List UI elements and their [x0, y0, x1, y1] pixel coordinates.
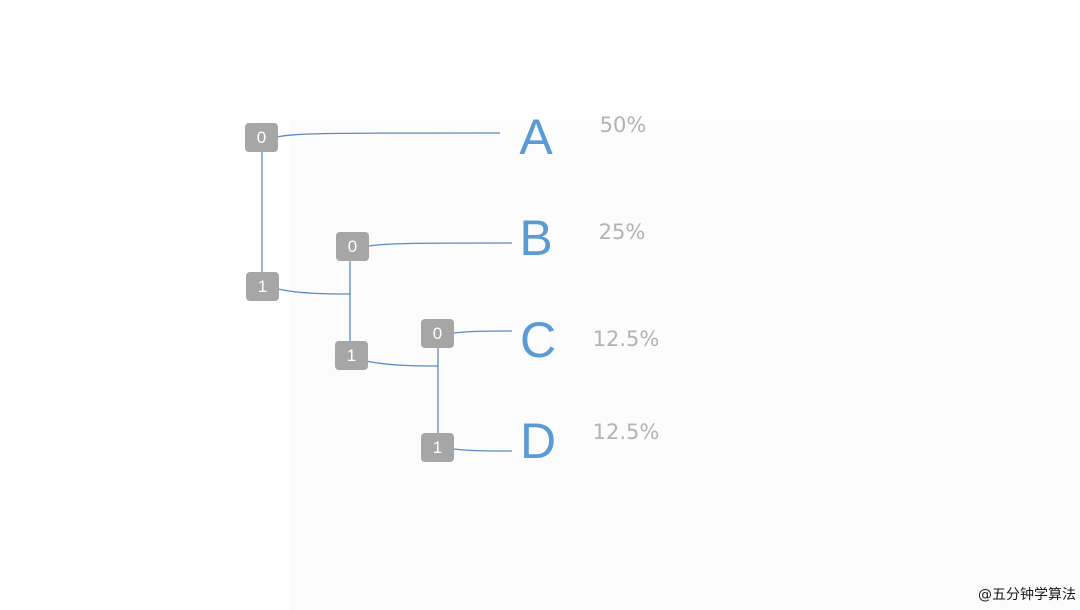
tree-node-n3: 0 [336, 232, 369, 261]
leaf-symbol-D: D [520, 413, 556, 469]
leaf-symbol-C: C [520, 312, 556, 368]
edge-n6-D [453, 448, 513, 452]
svg-text:0: 0 [348, 237, 357, 256]
watermark-text: @五分钟学算法 [978, 587, 1076, 603]
svg-text:1: 1 [347, 346, 356, 365]
leaf-probability-C: 12.5% [593, 327, 660, 351]
edge-n2-n3 [277, 288, 351, 295]
tree-node-n4: 1 [335, 341, 368, 370]
edge-n5-C [453, 330, 513, 334]
tree-node-n2: 1 [246, 272, 279, 301]
leaf-probability-A: 50% [600, 113, 647, 137]
tree-node-n5: 0 [421, 319, 454, 348]
tree-node-n6: 1 [421, 433, 454, 462]
leaf-probability-D: 12.5% [593, 420, 660, 444]
background-panel [290, 120, 1080, 610]
edge-n4-n5 [365, 360, 439, 367]
edge-n1-A [275, 132, 501, 138]
leaf-symbol-B: B [519, 210, 552, 266]
edge-n3-B [367, 242, 513, 247]
svg-text:1: 1 [258, 277, 267, 296]
tree-node-n1: 0 [245, 123, 278, 152]
svg-text:0: 0 [257, 128, 266, 147]
svg-text:0: 0 [433, 324, 442, 343]
leaf-probability-B: 25% [599, 220, 646, 244]
leaf-symbol-A: A [519, 109, 553, 165]
svg-text:1: 1 [433, 438, 442, 457]
